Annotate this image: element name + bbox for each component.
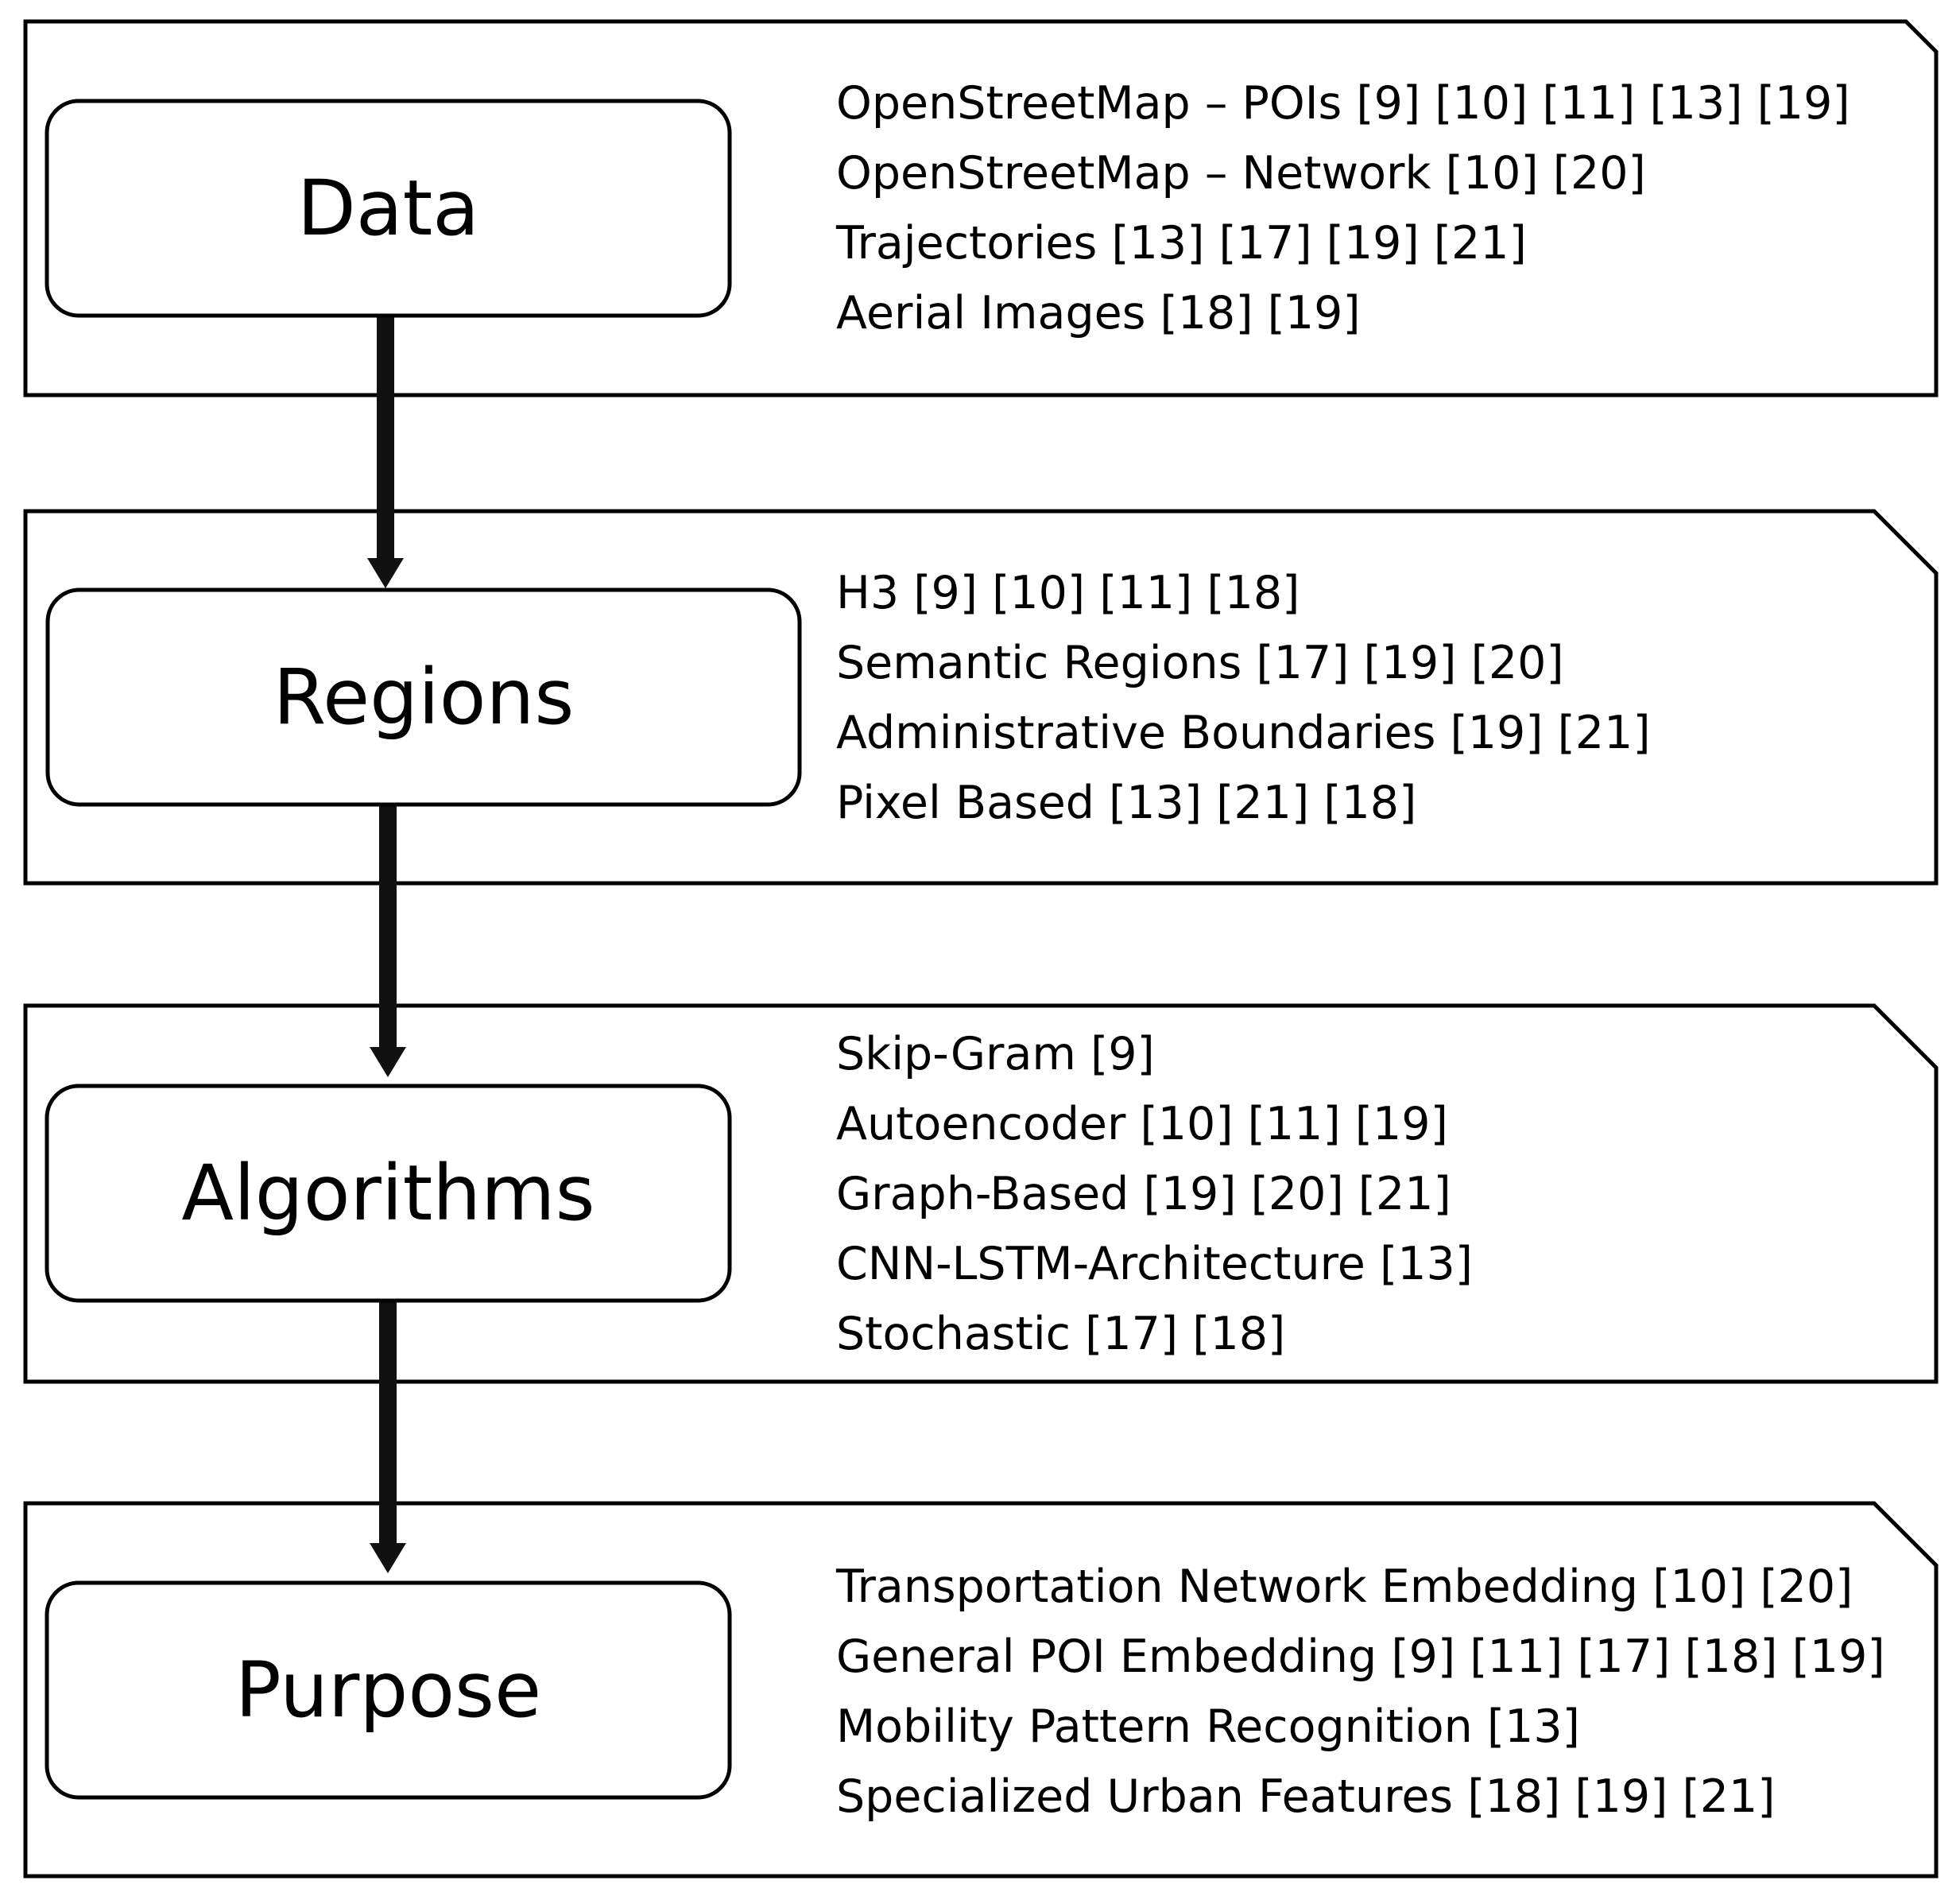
stage-box-regions <box>45 587 802 807</box>
stage-label-algorithms: Algorithms <box>181 1149 595 1238</box>
item-list-data: OpenStreetMap – POIs [9] [10] [11] [13] … <box>836 68 1850 348</box>
list-item: Specialized Urban Features [18] [19] [21… <box>836 1770 1776 1823</box>
arrowhead-icon <box>370 1047 406 1077</box>
list-item: H3 [9] [10] [11] [18] <box>836 567 1300 619</box>
list-item: Aerial Images [18] [19] <box>836 287 1361 339</box>
list-item: Semantic Regions [17] [19] [20] <box>836 637 1564 689</box>
list-item: Pixel Based [13] [21] [18] <box>836 777 1417 829</box>
item-list-regions: H3 [9] [10] [11] [18] Semantic Regions [… <box>836 558 1651 838</box>
stage-label-regions: Regions <box>273 653 575 742</box>
arrowhead-icon <box>370 1543 406 1573</box>
list-item: Graph-Based [19] [20] [21] <box>836 1168 1451 1220</box>
list-item: General POI Embedding [9] [11] [17] [18]… <box>836 1631 1885 1683</box>
list-item: CNN-LSTM-Architecture [13] <box>836 1238 1473 1290</box>
list-item: Skip-Gram [9] <box>836 1028 1155 1080</box>
list-item: Trajectories [13] [17] [19] [21] <box>836 217 1527 269</box>
list-item: Stochastic [17] [18] <box>836 1308 1286 1360</box>
arrowhead-icon <box>367 558 404 588</box>
stage-box-algorithms <box>45 1084 732 1303</box>
stage-label-data: Data <box>296 164 480 253</box>
stage-box-purpose <box>45 1580 732 1800</box>
item-list-algorithms: Skip-Gram [9] Autoencoder [10] [11] [19]… <box>836 1019 1473 1369</box>
list-item: Autoencoder [10] [11] [19] <box>836 1098 1448 1150</box>
stage-box-data <box>45 99 732 318</box>
list-item: Administrative Boundaries [19] [21] <box>836 707 1651 759</box>
list-item: Transportation Network Embedding [10] [2… <box>836 1561 1853 1613</box>
list-item: OpenStreetMap – Network [10] [20] <box>836 147 1646 200</box>
stage-label-purpose: Purpose <box>234 1646 542 1735</box>
list-item: OpenStreetMap – POIs [9] [10] [11] [13] … <box>836 77 1850 130</box>
list-item: Mobility Pattern Recognition [13] <box>836 1700 1580 1753</box>
item-list-purpose: Transportation Network Embedding [10] [2… <box>836 1552 1885 1832</box>
